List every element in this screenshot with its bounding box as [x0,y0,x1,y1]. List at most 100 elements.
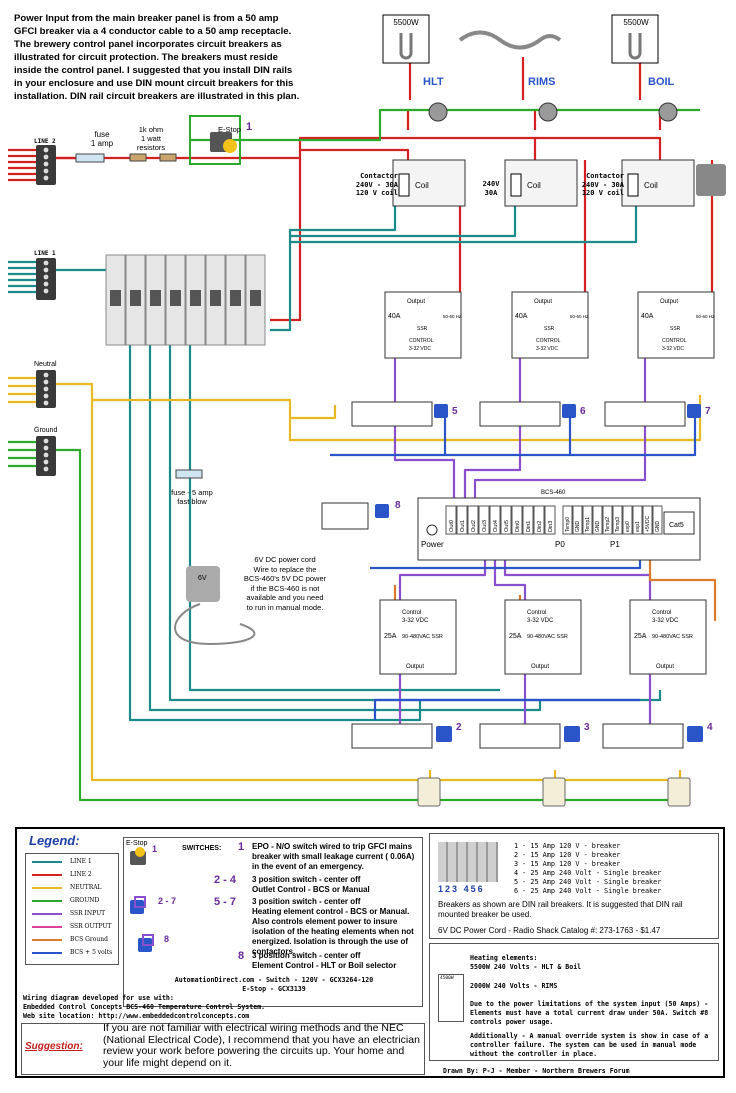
wire [430,770,557,782]
p0-pin [489,505,501,535]
heater-element-icon [628,33,642,60]
terminal-screw [43,459,49,465]
line2-to-contactor-rims [298,136,537,160]
ssr-25a [379,599,457,675]
switch-selector-icon-num: 8 [164,934,170,944]
terminal-screw [43,154,49,160]
wire [370,560,642,570]
terminal-screw [43,452,49,458]
ssr-40a [384,291,462,359]
ssr25-amps: 25A [509,633,522,640]
boil-label: BOIL [648,76,675,88]
sw1-text: EPO - N/O switch wired to trip GFCI main… [252,842,415,871]
heater-frame [611,14,659,64]
contactor-photo [696,164,726,196]
receptacle-icon [428,102,448,122]
sw8-text: 3 position switch - center off Element C… [252,951,397,970]
switch-block [479,401,561,427]
p1-pin-label: GND [575,521,581,533]
p1-pin [572,505,583,535]
p1-pin-label: Temp3 [615,517,621,532]
coil [398,173,410,197]
suggestion-text: If you are not familiar with electrical … [103,1022,420,1069]
p1-pin [652,505,663,535]
ssr25-rating: 90-480VAC SSR [402,634,443,640]
p0-pin-label: Out5 [504,520,510,532]
fuse-5amp [175,469,203,479]
switch-block [351,401,433,427]
p1-pin-label: Temp0 [565,517,571,532]
wire [560,790,688,802]
ssr25-amps: 25A [634,633,647,640]
power-cord-icon [174,603,256,646]
switch-num: 7 [705,406,711,417]
selector-switch-icon [436,726,452,742]
p1-pin-label: exp1 [635,521,641,532]
ssr-label: SSR [417,326,428,332]
ssr25-vdc: 3-32 VDC [527,618,554,624]
p0-pin [511,505,523,535]
ssr-amps: 40A [515,313,528,320]
outlet-icon [542,777,566,807]
coil-label: Coil [644,181,658,190]
terminal-screw [43,386,49,392]
wire [570,410,697,457]
p0-pin [533,505,545,535]
terminal-screw [43,161,49,167]
outlet-icon [417,777,441,807]
selector-switch-icon [687,404,701,418]
coil-label: Coil [527,181,541,190]
terminal-screw [43,400,49,406]
wire [290,196,638,244]
ssr-output-label: Output [534,299,552,305]
terminal-screw [43,281,49,287]
wire [555,770,682,782]
heating-title: Heating elements: [470,954,538,962]
switch-8-block [321,502,369,530]
receptacle-icon [658,102,678,122]
switch-block [602,723,684,749]
heating-element-icon: 4500W [438,974,464,1022]
p0-pin-label: Out1 [460,520,466,532]
wire [188,330,500,692]
terminal-screw [43,438,49,444]
p0-pin [544,505,556,535]
breaker-list: 1 - 15 Amp 120 V - breaker 2 - 15 Amp 12… [514,842,662,895]
ssr-vdc: 3-32 VDC [662,346,684,352]
p0-pin [456,505,468,535]
p0-pin-label: Out3 [482,520,488,532]
ssr25-rating: 90-480VAC SSR [652,634,693,640]
ssr25-control: Control [402,610,421,616]
terminal-screw [43,393,49,399]
line1-label: LINE 1 [34,250,56,257]
p0-label: P0 [555,540,565,549]
suggestion-box [21,1023,425,1075]
switch-3pos-icon [130,896,152,918]
ground-to-heaters [190,108,450,142]
sw1-num: 1 [238,841,245,853]
key-ssr-output: SSR OUTPUT [26,921,118,932]
p0-pin [467,505,479,535]
coil [627,173,639,197]
ssr-control: CONTROL [662,338,687,344]
suggestion-label: Suggestion: [25,1041,83,1052]
ssr25-output: Output [531,664,549,670]
estop-loop [189,115,241,165]
wire [290,196,517,238]
switch-num-1: 1 [246,121,252,133]
terminal-screw [43,466,49,472]
power-adapter-icon [186,566,220,602]
coil [510,173,522,197]
heating-note1: Due to the power limitations of the syst… [470,1000,709,1026]
ssr25-amps: 25A [384,633,397,640]
p1-pin-label: Temp2 [605,517,611,532]
cat5-label: Cat5 [669,522,684,529]
key-line1: LINE 1 [26,856,118,867]
p0-pin-label: Out2 [471,520,477,532]
automation-direct-note: AutomationDirect.com - Switch - 120V - G… [174,976,374,993]
p0-pin-label: Din1 [526,521,532,532]
switch-3pos-icon-num: 2 - 7 [158,896,177,906]
terminal-screw [43,260,49,266]
fuse-1amp-label: fuse 1 amp [90,130,114,148]
